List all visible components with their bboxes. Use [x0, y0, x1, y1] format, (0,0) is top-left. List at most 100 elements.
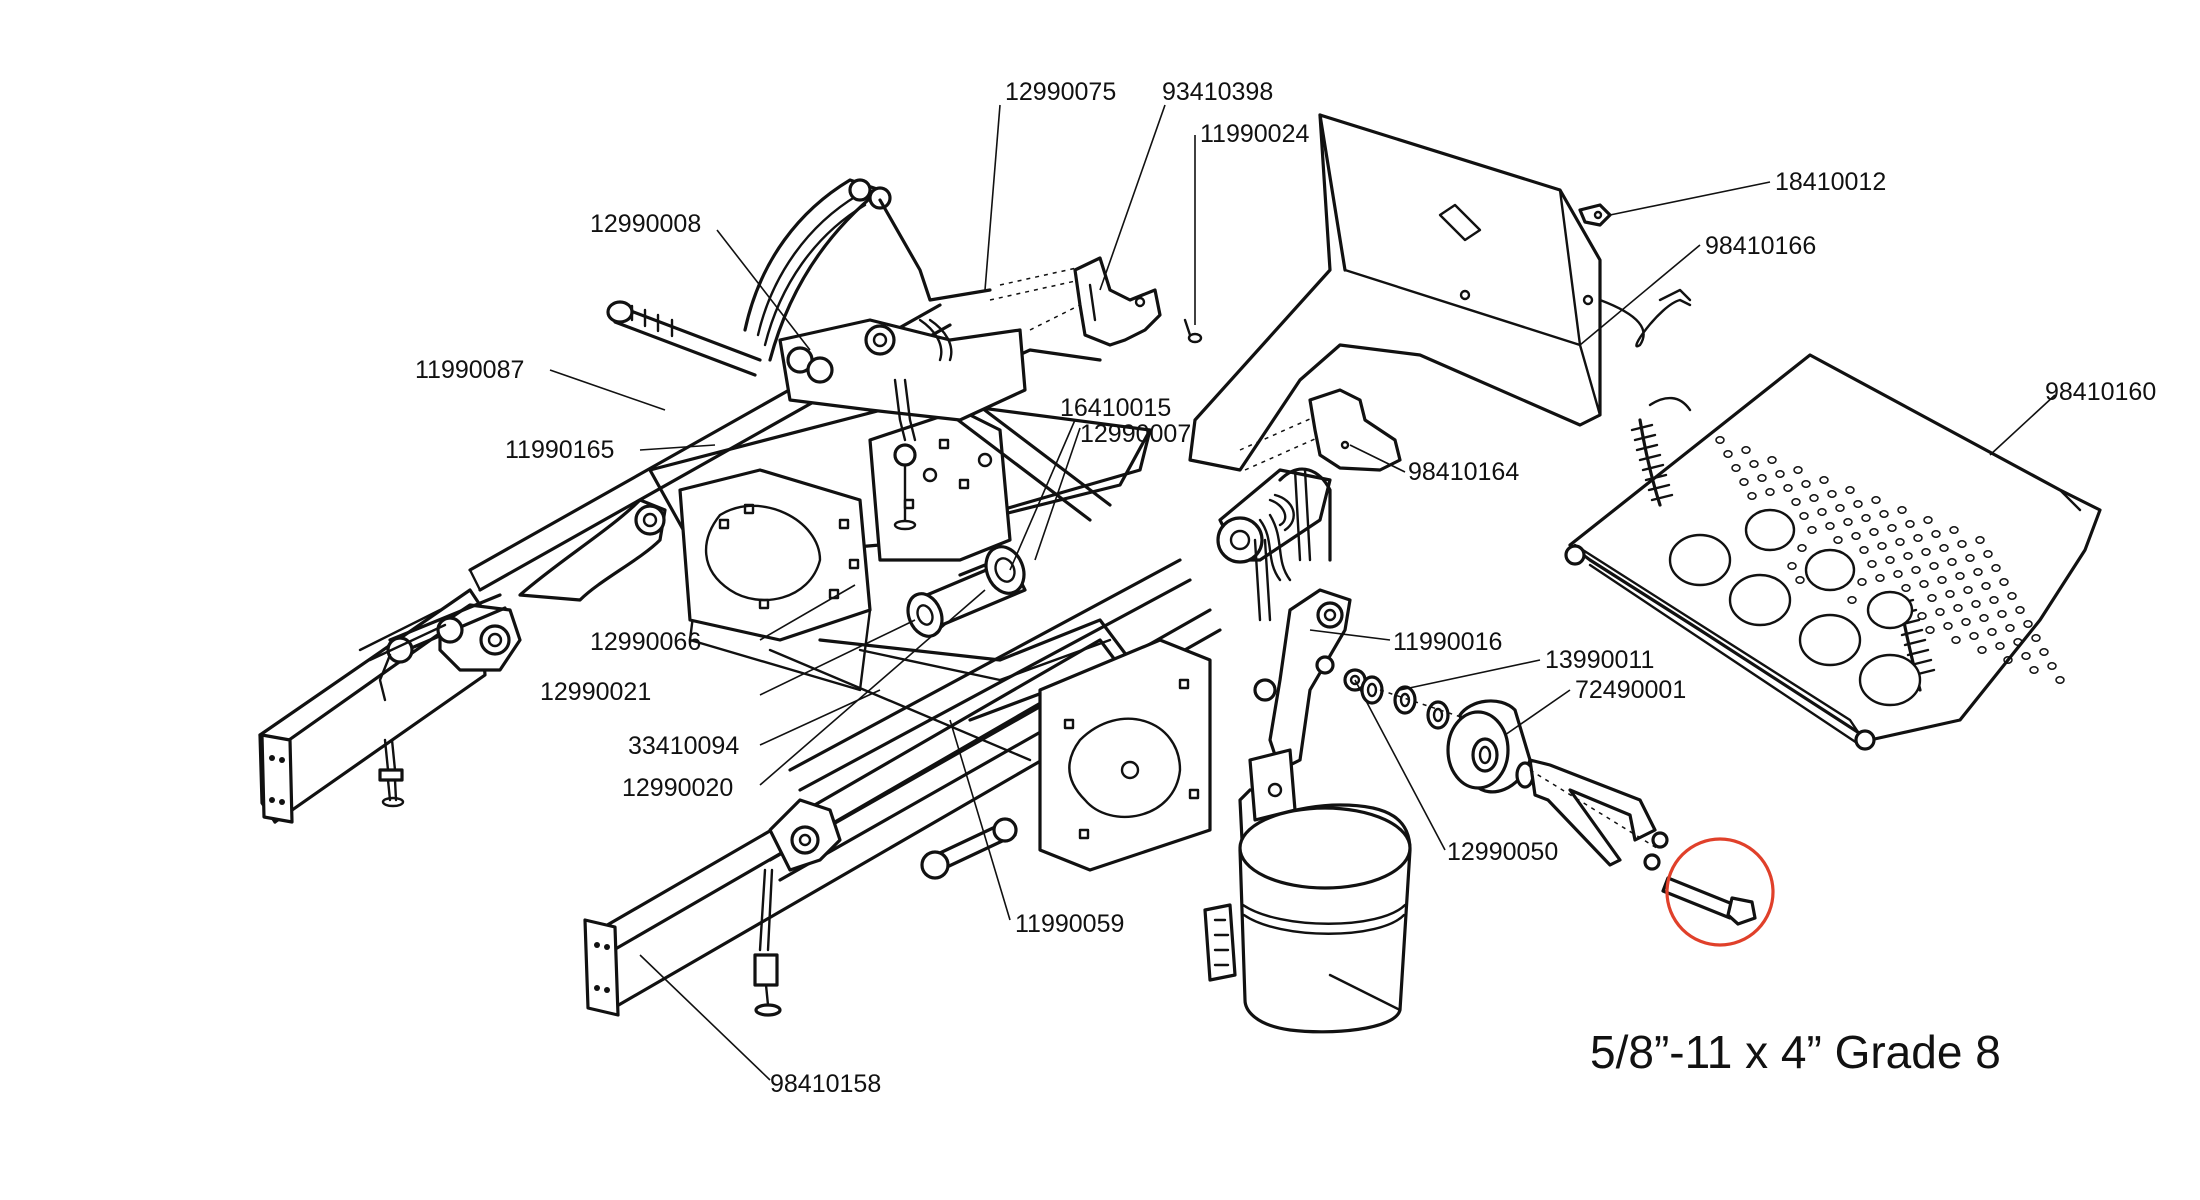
callout-12990007: 12990007	[1080, 420, 1191, 448]
deck-hole	[1847, 596, 1857, 604]
deck-hole	[1787, 562, 1797, 570]
deck-hole	[1937, 576, 1947, 584]
callout-11990016: 11990016	[1393, 628, 1502, 656]
deck-hole	[2015, 606, 2025, 614]
deck-hole	[1975, 536, 1985, 544]
callout-11990165: 11990165	[505, 436, 614, 464]
deck-hole	[1969, 632, 1979, 640]
deck-hole	[1887, 524, 1897, 532]
deck-hole	[1747, 492, 1757, 500]
deck-hole	[1869, 528, 1879, 536]
deck-hole	[1797, 544, 1807, 552]
deck-hole	[1877, 542, 1887, 550]
deck-hole	[1885, 556, 1895, 564]
deck-hole	[1997, 610, 2007, 618]
deck-hole	[1971, 600, 1981, 608]
deck-hole	[1791, 498, 1801, 506]
deck-hole	[1861, 514, 1871, 522]
deck-hole	[1929, 562, 1939, 570]
deck-hole	[2047, 662, 2057, 670]
deck-hole	[1715, 436, 1725, 444]
deck-hole	[1919, 580, 1929, 588]
deck-hole	[2029, 666, 2039, 674]
panel-93410398	[1073, 256, 1203, 347]
deck-hole	[1799, 512, 1809, 520]
deck-hole	[1825, 522, 1835, 530]
panel-98410164	[1308, 388, 1402, 472]
deck-hole	[1867, 560, 1877, 568]
deck-hole	[1783, 484, 1793, 492]
deck-hole	[2005, 624, 2015, 632]
deck-hole	[1871, 496, 1881, 504]
deck-perforations	[1715, 436, 2065, 684]
deck-hole	[1851, 532, 1861, 540]
deck-hole	[1921, 548, 1931, 556]
deck-hole	[1893, 570, 1903, 578]
deck-hole	[1927, 594, 1937, 602]
deck-hole	[1943, 622, 1953, 630]
deck-hole	[1845, 486, 1855, 494]
deck-hole	[1895, 538, 1905, 546]
deck-hole	[1843, 518, 1853, 526]
deck-hole	[1807, 526, 1817, 534]
callout-12990050: 12990050	[1447, 838, 1558, 866]
deck-hole	[2003, 656, 2013, 664]
deck-hole	[1911, 566, 1921, 574]
leader-lines	[549, 104, 2056, 1081]
deck-hole	[1897, 506, 1907, 514]
deck-hole	[1987, 628, 1997, 636]
callout-11990059: 11990059	[1015, 910, 1124, 938]
deck-hole	[2031, 634, 2041, 642]
deck-hole	[1739, 478, 1749, 486]
deck-hole	[2055, 676, 2065, 684]
deck-hole	[1795, 576, 1805, 584]
deck-hole	[2021, 652, 2031, 660]
deck-hole	[1961, 618, 1971, 626]
deck-hole	[1801, 480, 1811, 488]
deck-hole	[1905, 520, 1915, 528]
deck-hole	[1765, 488, 1775, 496]
deck-hole	[1923, 516, 1933, 524]
chain-tower	[606, 178, 1091, 531]
deck-hole	[1749, 460, 1759, 468]
callout-labels: 12990075 93410398 11990024 18410012 9841…	[415, 78, 2156, 1098]
deck-hole	[1949, 526, 1959, 534]
callout-33410094: 33410094	[628, 732, 739, 760]
callout-16410015: 16410015	[1060, 394, 1171, 422]
deck-hole	[1981, 582, 1991, 590]
callout-12990008: 12990008	[590, 210, 701, 238]
deck-hole	[1951, 636, 1961, 644]
bucket	[1203, 803, 1412, 1034]
deck-hole	[1925, 626, 1935, 634]
deck-hole	[1731, 464, 1741, 472]
deck-hole	[1833, 536, 1843, 544]
callout-18410012: 18410012	[1775, 168, 1886, 196]
bolt-spec-caption: 5/8”-11 x 4” Grade 8	[1590, 1026, 2001, 1078]
deck-hole	[1973, 568, 1983, 576]
left-arm-assembly	[258, 303, 952, 824]
deck-hole	[1965, 554, 1975, 562]
callout-11990024: 11990024	[1200, 120, 1309, 148]
callout-98410160: 98410160	[2045, 378, 2156, 406]
deck-hole	[1979, 614, 1989, 622]
callout-93410398: 93410398	[1162, 78, 1273, 106]
deck-hole	[1901, 584, 1911, 592]
deck-hole	[1723, 450, 1733, 458]
deck-hole	[1947, 558, 1957, 566]
deck-hole	[1857, 578, 1867, 586]
right-arm-assembly	[583, 467, 1352, 1017]
deck-hole	[1945, 590, 1955, 598]
deck-hole	[1935, 608, 1945, 616]
deck-hole	[1767, 456, 1777, 464]
deck-hole	[1999, 578, 2009, 586]
shield-98410166	[1188, 113, 1692, 472]
deck-hole	[2023, 620, 2033, 628]
deck-hole	[1903, 552, 1913, 560]
callout-98410164: 98410164	[1408, 458, 1519, 486]
callout-72490001: 72490001	[1575, 676, 1686, 704]
deck-hole	[1957, 540, 1967, 548]
deck-hole	[1977, 646, 1987, 654]
deck-hole	[1955, 572, 1965, 580]
deck-hole	[1917, 612, 1927, 620]
deck-hole	[1819, 476, 1829, 484]
